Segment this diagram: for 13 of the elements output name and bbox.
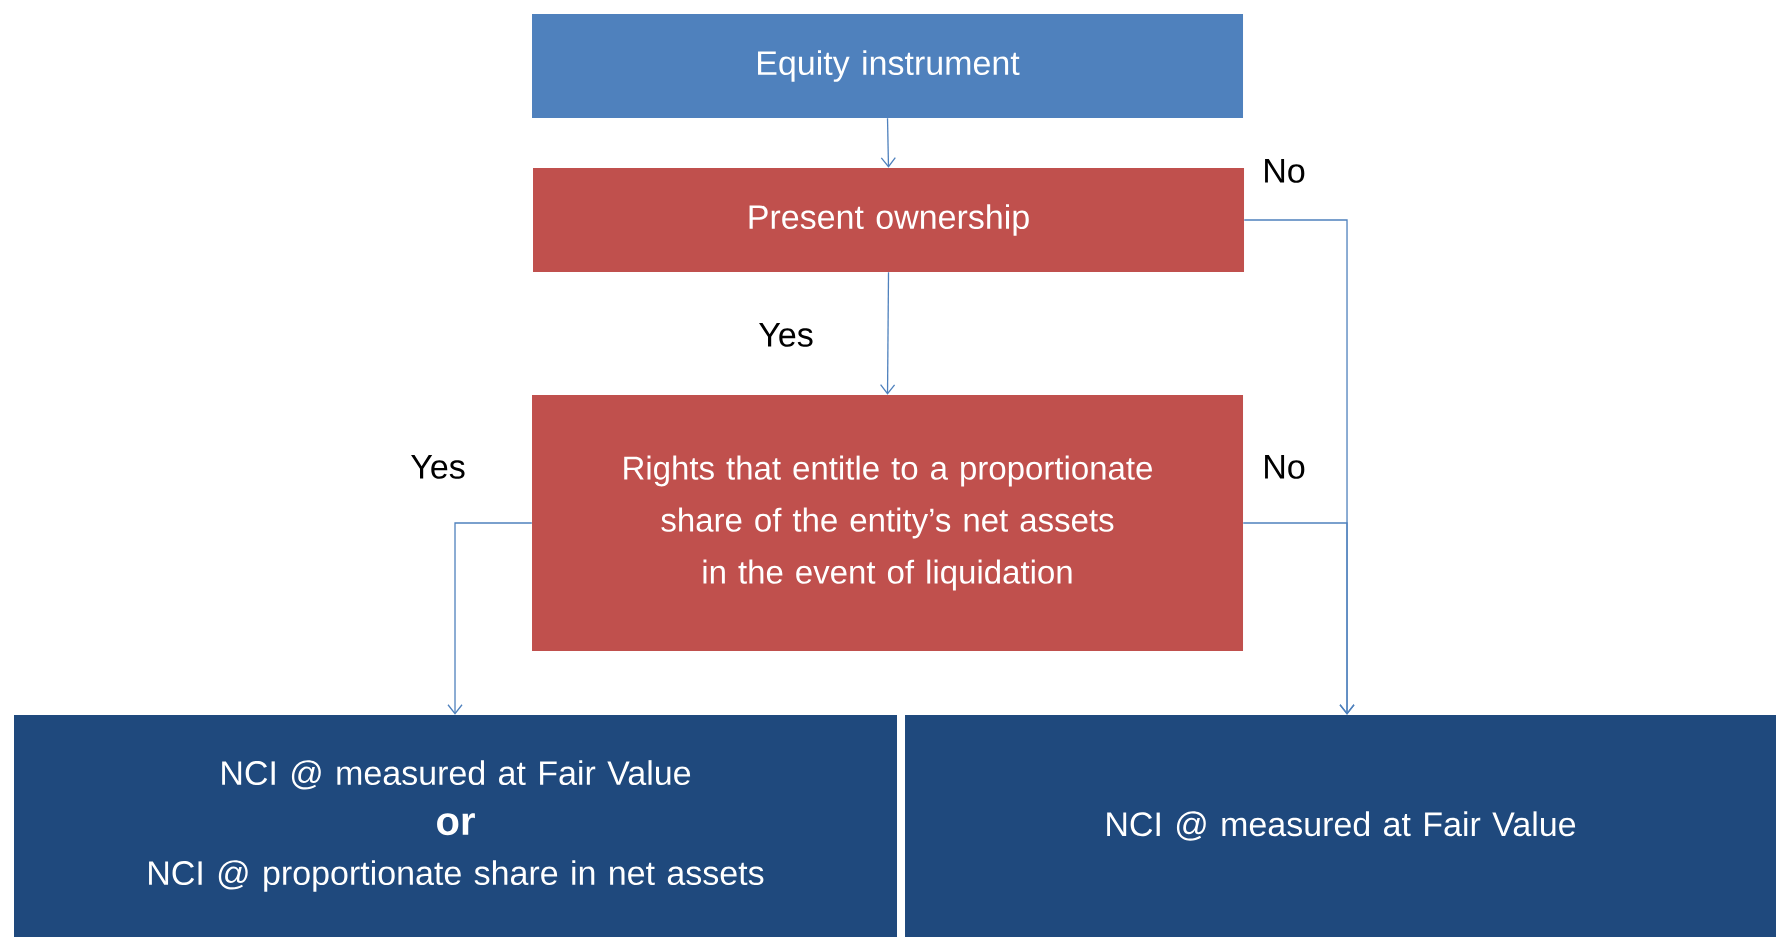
edge-label: No [1265, 455, 1305, 479]
edge-label: No [1265, 159, 1305, 183]
process-box: Equity instrument [532, 14, 1243, 118]
result-box: NCI @ measured at Fair Value or NCI @ proportionate share in net assets [14, 715, 897, 937]
edge-label: Yes [411, 455, 465, 479]
arrow [880, 117, 896, 168]
arrow [879, 271, 896, 395]
result-box: NCI @ measured at Fair Value [905, 715, 1776, 937]
decision-box: Rights that entitle to a proportionate share of the entity’s net assets in the event of liquidation [532, 395, 1243, 651]
decision-box: Present ownership [533, 168, 1244, 272]
edge-label: Yes [759, 323, 813, 347]
arrow [447, 522, 533, 715]
arrow [1242, 522, 1355, 715]
